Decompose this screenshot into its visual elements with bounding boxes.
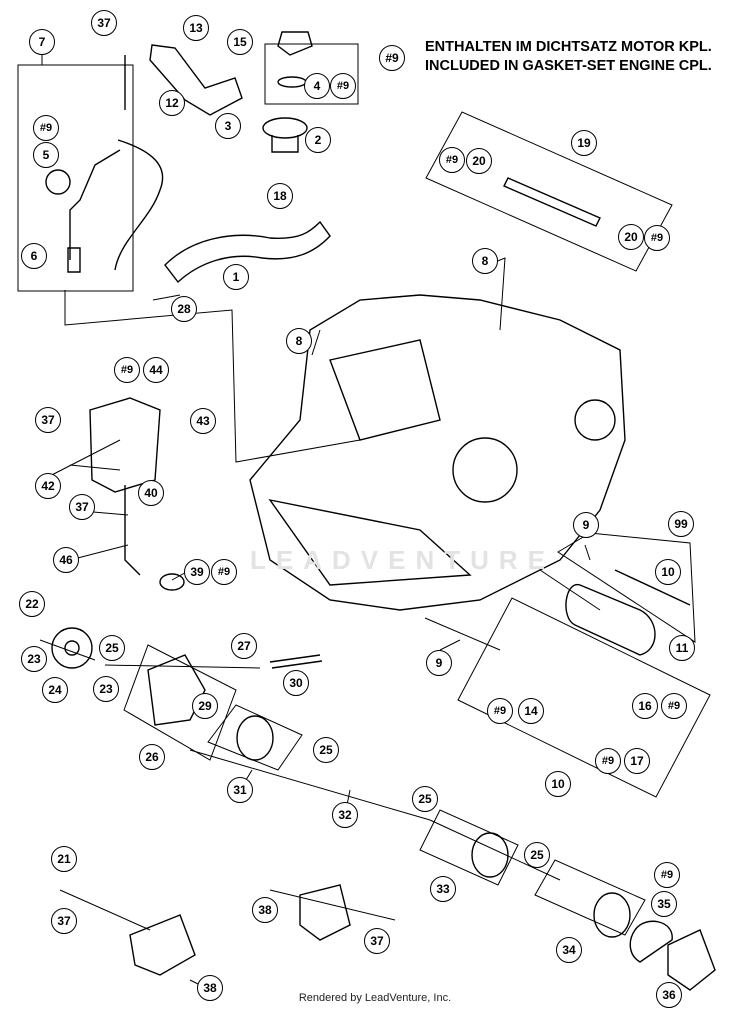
- callout[interactable]: 16: [632, 693, 658, 719]
- callout[interactable]: 46: [53, 547, 79, 573]
- callout[interactable]: 8: [286, 328, 312, 354]
- legend-text: ENTHALTEN IM DICHTSATZ MOTOR KPL. INCLUD…: [425, 38, 712, 76]
- hose-1: [164, 220, 331, 284]
- callout[interactable]: 29: [192, 693, 218, 719]
- callout[interactable]: 17: [624, 748, 650, 774]
- callout[interactable]: #9: [114, 357, 140, 383]
- callout[interactable]: 22: [19, 591, 45, 617]
- callout[interactable]: 18: [267, 183, 293, 209]
- callout[interactable]: 38: [252, 897, 278, 923]
- callout[interactable]: 37: [91, 10, 117, 36]
- callout[interactable]: 1: [223, 264, 249, 290]
- callout[interactable]: 35: [651, 891, 677, 917]
- callout[interactable]: 9: [426, 650, 452, 676]
- callout[interactable]: 10: [545, 771, 571, 797]
- group-box-26: [123, 644, 237, 761]
- oil-filter-11: [565, 584, 656, 656]
- callout[interactable]: 12: [159, 90, 185, 116]
- callout[interactable]: 8: [472, 248, 498, 274]
- callout[interactable]: 37: [35, 407, 61, 433]
- callout[interactable]: 43: [190, 408, 216, 434]
- group-box-10-lower: [457, 597, 711, 798]
- callout[interactable]: #9: [211, 559, 237, 585]
- callout[interactable]: 28: [171, 296, 197, 322]
- callout[interactable]: 10: [655, 559, 681, 585]
- callout[interactable]: 19: [571, 130, 597, 156]
- callout[interactable]: 4: [304, 73, 330, 99]
- callout[interactable]: 6: [21, 243, 47, 269]
- callout[interactable]: 7: [29, 29, 55, 55]
- callout[interactable]: 27: [231, 633, 257, 659]
- callout[interactable]: 25: [412, 786, 438, 812]
- callout[interactable]: #9: [644, 225, 670, 251]
- callout[interactable]: 23: [21, 646, 47, 672]
- callout[interactable]: #9: [33, 115, 59, 141]
- bracket-12: [149, 44, 243, 116]
- callout[interactable]: 30: [283, 670, 309, 696]
- callout[interactable]: 15: [227, 29, 253, 55]
- group-box-7: [17, 64, 134, 292]
- callout[interactable]: 3: [215, 113, 241, 139]
- callout[interactable]: 37: [364, 928, 390, 954]
- gear-24: [51, 627, 93, 669]
- callout[interactable]: 39: [184, 559, 210, 585]
- legend-line-english: INCLUDED IN GASKET-SET ENGINE CPL.: [425, 58, 712, 74]
- callout[interactable]: 2: [305, 127, 331, 153]
- callout[interactable]: 37: [51, 908, 77, 934]
- callout[interactable]: 38: [197, 975, 223, 1001]
- callout[interactable]: 14: [518, 698, 544, 724]
- callout[interactable]: 33: [430, 876, 456, 902]
- footer-credit: Rendered by LeadVenture, Inc.: [298, 992, 452, 1004]
- callout[interactable]: #9: [595, 748, 621, 774]
- spring-30: [269, 654, 323, 669]
- callout[interactable]: 42: [35, 473, 61, 499]
- gasket-set-legend: #9 ENTHALTEN IM DICHTSATZ MOTOR KPL. INC…: [379, 33, 725, 83]
- callout[interactable]: 32: [332, 802, 358, 828]
- callout[interactable]: 23: [93, 676, 119, 702]
- oil-cooler-40: [89, 397, 161, 493]
- callout[interactable]: 34: [556, 937, 582, 963]
- callout[interactable]: 36: [656, 982, 682, 1008]
- callout[interactable]: #9: [661, 693, 687, 719]
- shaft-19: [503, 177, 601, 227]
- callout[interactable]: 20: [618, 224, 644, 250]
- callout[interactable]: 40: [138, 480, 164, 506]
- callout[interactable]: 21: [51, 846, 77, 872]
- callout[interactable]: 25: [99, 635, 125, 661]
- callout[interactable]: #9: [487, 698, 513, 724]
- callout[interactable]: #9: [439, 147, 465, 173]
- callout[interactable]: 13: [183, 15, 209, 41]
- callout[interactable]: 9: [573, 512, 599, 538]
- callout[interactable]: 5: [33, 142, 59, 168]
- callout[interactable]: 31: [227, 777, 253, 803]
- callout[interactable]: 25: [524, 842, 550, 868]
- group-box-99: [557, 532, 696, 643]
- callout[interactable]: 44: [143, 357, 169, 383]
- callout[interactable]: 26: [139, 744, 165, 770]
- callout[interactable]: 25: [313, 737, 339, 763]
- callout[interactable]: #9: [330, 73, 356, 99]
- callout[interactable]: 11: [669, 635, 695, 661]
- callout[interactable]: 24: [42, 677, 68, 703]
- group-box-19: [425, 111, 673, 272]
- callout[interactable]: 37: [69, 494, 95, 520]
- group-box-33: [419, 809, 519, 886]
- callout-ref[interactable]: #9: [379, 45, 405, 71]
- watermark: LEADVENTURE: [250, 545, 556, 575]
- callout[interactable]: #9: [654, 862, 680, 888]
- engine-crankcase: [249, 294, 626, 611]
- breather-pipe-7: [67, 149, 121, 273]
- legend-line-german: ENTHALTEN IM DICHTSATZ MOTOR KPL.: [425, 39, 712, 55]
- callout[interactable]: 99: [668, 511, 694, 537]
- callout[interactable]: 20: [466, 148, 492, 174]
